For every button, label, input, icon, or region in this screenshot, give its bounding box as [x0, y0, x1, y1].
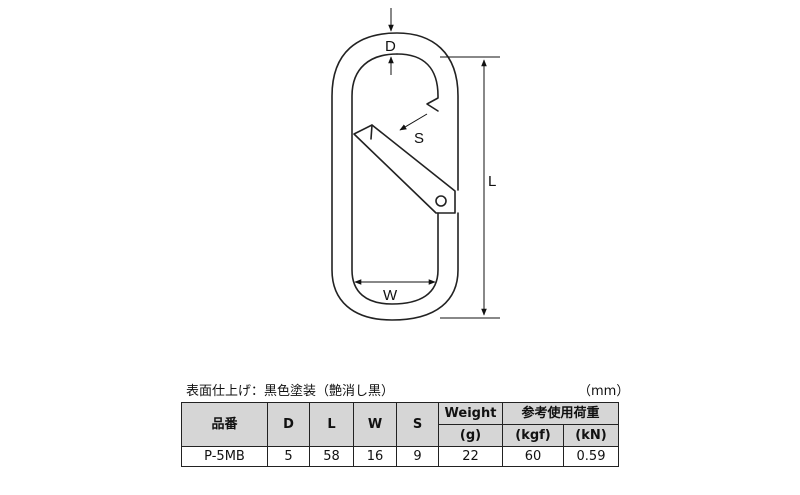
header-load-kgf: (kgf): [502, 424, 564, 447]
carabiner-diagram: L D S W: [331, 8, 500, 321]
header-product-code: 品番: [181, 402, 268, 447]
dimension-l-label: L: [488, 173, 496, 190]
cell-product-code: P-5MB: [181, 446, 268, 467]
cell-load-kn: 0.59: [562, 446, 620, 467]
carabiner-body: [331, 32, 459, 321]
cell-weight: 22: [438, 446, 503, 467]
header-s: S: [396, 402, 439, 447]
dimension-s: [399, 113, 428, 131]
dimension-d-label: D: [385, 38, 396, 55]
header-w: W: [353, 402, 397, 447]
dimension-s-label: S: [414, 130, 424, 147]
header-l: L: [309, 402, 354, 447]
header-weight-unit: (g): [438, 424, 503, 447]
unit-note: （mm）: [578, 384, 630, 399]
cell-d: 5: [267, 446, 310, 467]
header-d: D: [267, 402, 310, 447]
finish-note: 表面仕上げ：黒色塗装（艶消し黒）: [186, 384, 395, 399]
header-working-load: 参考使用荷重: [501, 402, 620, 425]
spec-table: 品番 D L W S Weight 参考使用荷重 (g) (kgf) (kN) …: [181, 402, 620, 467]
cell-l: 58: [309, 446, 354, 467]
dimension-l: [440, 56, 500, 319]
table-row: P-5MB 5 58 16 9 22 60 0.59: [181, 446, 620, 467]
cell-s: 9: [396, 446, 439, 467]
header-weight: Weight: [438, 402, 503, 425]
cell-load-kgf: 60: [502, 446, 564, 467]
header-load-kn: (kN): [562, 424, 620, 447]
dimension-w-label: W: [383, 287, 398, 304]
cell-w: 16: [353, 446, 397, 467]
